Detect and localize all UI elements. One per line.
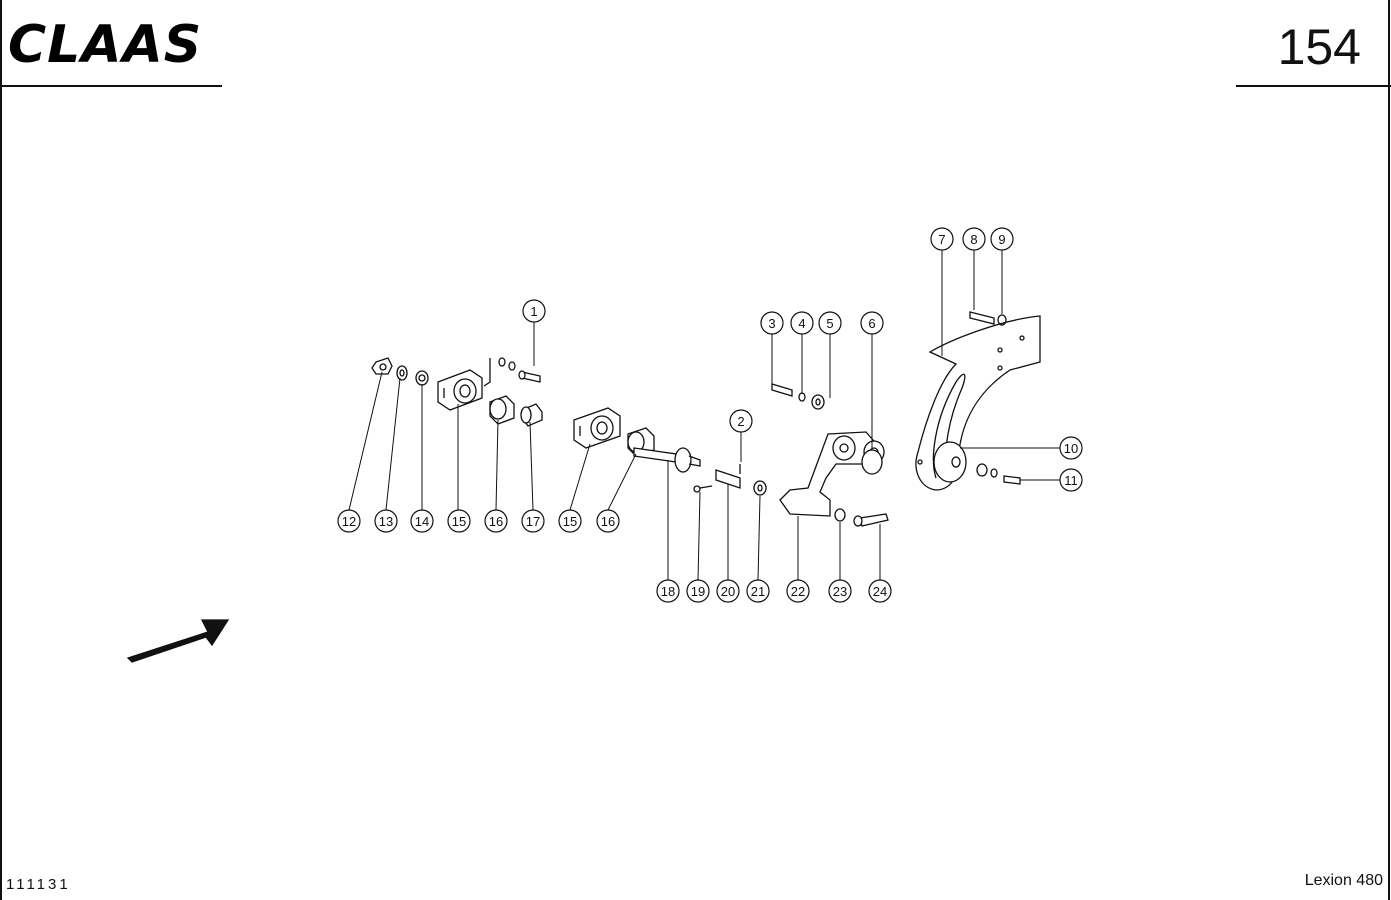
part-24-bolt (853, 513, 889, 527)
model-name: Lexion 480 (1304, 872, 1383, 889)
callout-label: 11 (1064, 473, 1078, 488)
callout-15 (447, 509, 471, 533)
callout-label: 24 (873, 584, 887, 599)
callout-label: 20 (721, 584, 735, 599)
callout-label: 23 (833, 584, 847, 599)
part-12-nut (371, 357, 393, 375)
part-19-screw (693, 485, 713, 493)
callout-label: 16 (489, 514, 503, 529)
callouts (337, 227, 1083, 603)
callout-16b (596, 509, 620, 533)
callout-11 (1059, 468, 1083, 492)
brand-logo-text: CLAAS (8, 18, 202, 68)
part-11-bolt (976, 463, 1021, 485)
callout-13 (374, 509, 398, 533)
callout-24 (868, 579, 892, 603)
callout-23 (828, 579, 852, 603)
part-18-shaft (633, 447, 701, 473)
callout-label: 10 (1064, 441, 1078, 456)
part-20-clamp (715, 469, 741, 489)
callout-17 (521, 509, 545, 533)
part-10-roller (933, 441, 967, 483)
callout-label: 8 (970, 232, 977, 247)
callout-label: 21 (751, 584, 765, 599)
callout-14 (410, 509, 434, 533)
part-6-roller (861, 449, 883, 475)
callout-18 (656, 579, 680, 603)
callout-21 (746, 579, 770, 603)
part-3-bolt (771, 383, 793, 397)
callout-label: 3 (768, 316, 775, 331)
callout-label: 1 (530, 304, 537, 319)
brand-logo: CLAAS (8, 18, 202, 68)
part-16-bushing (489, 395, 515, 425)
callout-9 (990, 227, 1014, 251)
callout-label: 15 (452, 514, 466, 529)
callout-label: 15 (563, 514, 577, 529)
callout-5 (818, 311, 842, 335)
part-15-bearing-housing-2 (573, 407, 621, 449)
callout-label: 13 (379, 514, 393, 529)
callout-label: 7 (938, 232, 945, 247)
part-23-washer (834, 508, 846, 522)
callout-16 (484, 509, 508, 533)
callout-label: 2 (737, 414, 744, 429)
callout-label: 22 (791, 584, 805, 599)
callout-19 (686, 579, 710, 603)
part-15-bearing-housing (437, 369, 483, 411)
part-22-lever (779, 431, 885, 517)
document-code: 111131 (6, 876, 71, 893)
callout-label: 12 (342, 514, 356, 529)
callout-label: 9 (998, 232, 1005, 247)
part-13-washer (396, 365, 408, 381)
callout-1 (522, 299, 546, 323)
callout-label: 16 (601, 514, 615, 529)
callout-labels: 1 2 3 4 5 6 7 8 9 10 11 12 13 14 15 16 1… (342, 232, 1078, 599)
callout-12 (337, 509, 361, 533)
direction-arrow-icon (126, 619, 230, 663)
part-1-bolt (483, 357, 541, 387)
callout-label: 17 (526, 514, 540, 529)
part-17-sleeve (520, 403, 543, 427)
callout-10 (1059, 436, 1083, 460)
part-4-washer (798, 392, 806, 402)
callout-15b (558, 509, 582, 533)
page-number: 154 (1277, 19, 1361, 75)
callout-20 (716, 579, 740, 603)
callout-2 (729, 409, 753, 433)
part-21-nut (753, 480, 767, 496)
callout-8 (962, 227, 986, 251)
part-8-bolt (969, 311, 995, 325)
callout-label: 19 (691, 584, 705, 599)
callout-label: 18 (661, 584, 675, 599)
part-14-washer (415, 370, 429, 386)
callout-label: 6 (868, 316, 875, 331)
part-5-nut (811, 394, 825, 410)
callout-6 (860, 311, 884, 335)
callout-label: 4 (798, 316, 805, 331)
part-9-washer (997, 314, 1007, 326)
callout-3 (760, 311, 784, 335)
callout-label: 14 (415, 514, 429, 529)
callout-22 (786, 579, 810, 603)
callout-4 (790, 311, 814, 335)
callout-label: 5 (826, 316, 833, 331)
leader-lines (348, 250, 1060, 581)
callout-7 (930, 227, 954, 251)
